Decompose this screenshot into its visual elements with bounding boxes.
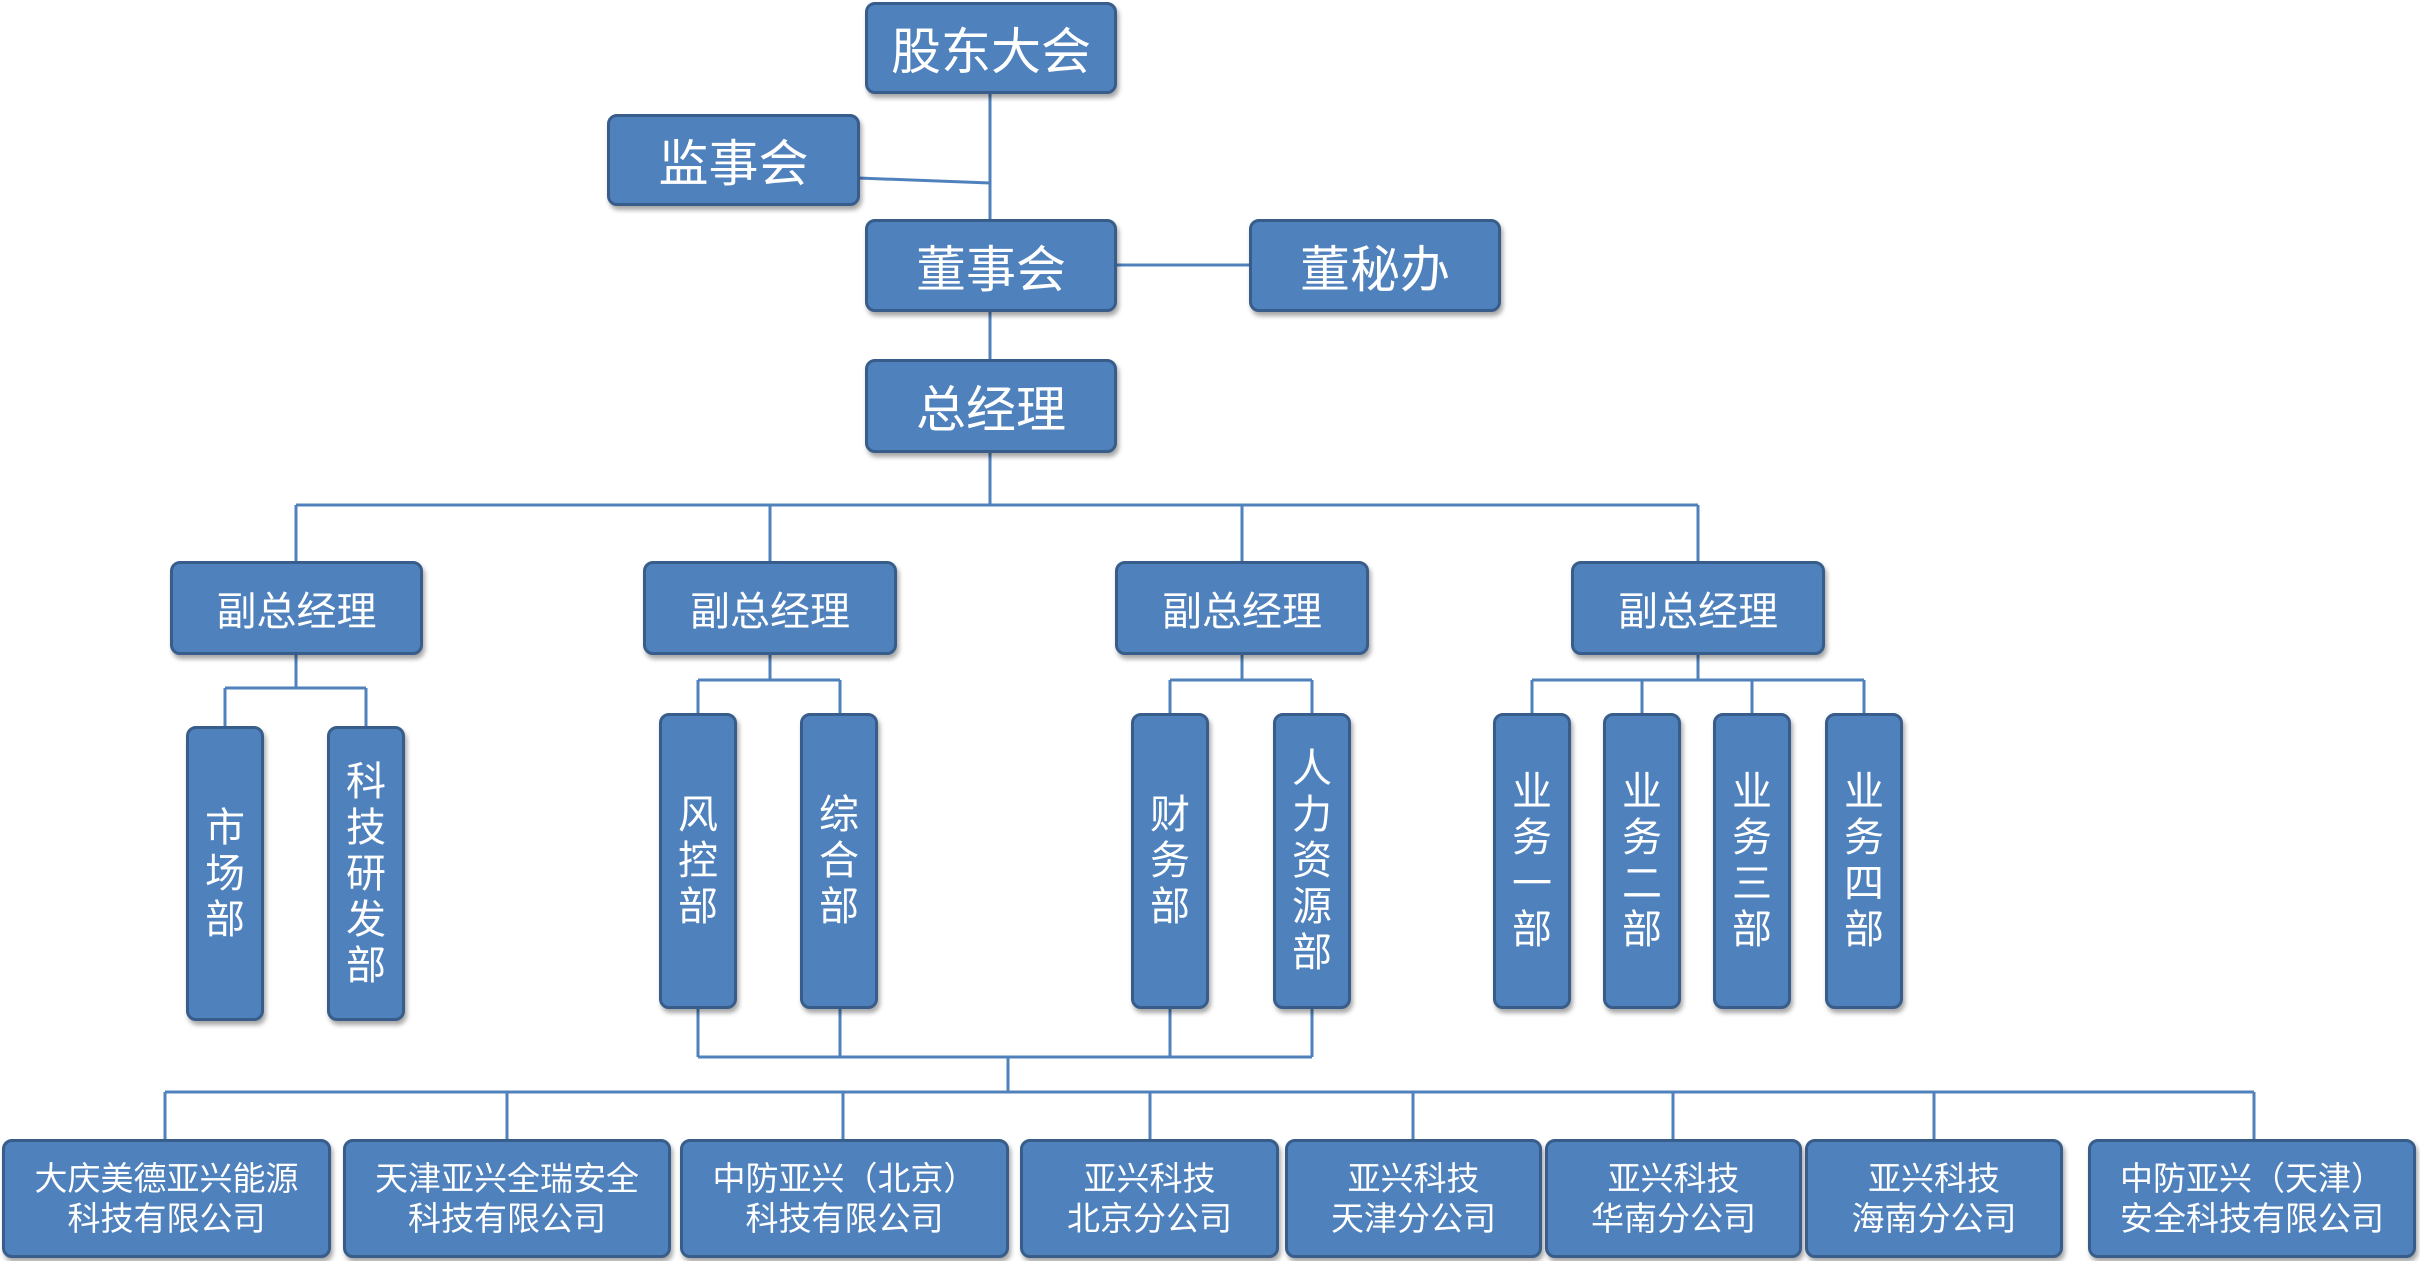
subsidiary-name-line2: 海南分公司 <box>1851 1198 2017 1238</box>
subsidiary-box-4: 亚兴科技 北京分公司 <box>1020 1139 1279 1258</box>
department-general-affairs-box: 综合部 <box>800 713 878 1009</box>
subsidiary-name-line1: 大庆美德亚兴能源 <box>34 1158 299 1198</box>
subsidiary-name-line1: 亚兴科技 <box>1607 1158 1740 1198</box>
subsidiary-box-6: 亚兴科技 华南分公司 <box>1545 1139 1802 1258</box>
department-market-box: 市场部 <box>186 726 264 1021</box>
deputy-gm-box-1: 副总经理 <box>170 561 423 655</box>
subsidiary-name-line2: 科技有限公司 <box>408 1198 606 1238</box>
general-manager-box: 总经理 <box>865 359 1117 453</box>
shareholders-meeting-box: 股东大会 <box>865 2 1117 94</box>
department-business-3-box: 业务三部 <box>1713 713 1791 1009</box>
subsidiary-name-line2: 北京分公司 <box>1067 1198 1232 1238</box>
subsidiary-box-3: 中防亚兴（北京） 科技有限公司 <box>680 1139 1009 1258</box>
department-hr-box: 人力资源部 <box>1273 713 1351 1009</box>
department-risk-control-box: 风控部 <box>659 713 737 1009</box>
subsidiary-name-line1: 亚兴科技 <box>1868 1158 2000 1198</box>
subsidiary-name-line1: 亚兴科技 <box>1083 1158 1216 1198</box>
subsidiary-name-line1: 中防亚兴（北京） <box>712 1158 977 1198</box>
subsidiary-name-line2: 科技有限公司 <box>745 1198 944 1238</box>
department-business-1-box: 业务一部 <box>1493 713 1571 1009</box>
subsidiary-name-line2: 安全科技有限公司 <box>2120 1198 2384 1238</box>
supervisory-board-box: 监事会 <box>607 114 860 206</box>
board-of-directors-box: 董事会 <box>865 219 1117 312</box>
board-secretary-office-box: 董秘办 <box>1249 219 1501 312</box>
subsidiary-name-line2: 天津分公司 <box>1331 1198 1496 1238</box>
subsidiary-box-7: 亚兴科技 海南分公司 <box>1805 1139 2063 1258</box>
subsidiary-name-line1: 天津亚兴全瑞安全 <box>375 1158 639 1198</box>
department-rnd-box: 科技研发部 <box>327 726 405 1021</box>
subsidiary-box-5: 亚兴科技 天津分公司 <box>1285 1139 1542 1258</box>
subsidiary-box-1: 大庆美德亚兴能源 科技有限公司 <box>2 1139 331 1258</box>
subsidiary-box-8: 中防亚兴（天津） 安全科技有限公司 <box>2088 1139 2416 1258</box>
subsidiary-name-line1: 中防亚兴（天津） <box>2120 1158 2384 1198</box>
department-finance-box: 财务部 <box>1131 713 1209 1009</box>
department-business-2-box: 业务二部 <box>1603 713 1681 1009</box>
deputy-gm-box-3: 副总经理 <box>1115 561 1369 655</box>
subsidiary-name-line1: 亚兴科技 <box>1347 1158 1480 1198</box>
subsidiary-name-line2: 科技有限公司 <box>67 1198 266 1238</box>
deputy-gm-box-2: 副总经理 <box>643 561 897 655</box>
subsidiary-box-2: 天津亚兴全瑞安全 科技有限公司 <box>343 1139 671 1258</box>
department-business-4-box: 业务四部 <box>1825 713 1903 1009</box>
subsidiary-name-line2: 华南分公司 <box>1591 1198 1756 1238</box>
deputy-gm-box-4: 副总经理 <box>1571 561 1825 655</box>
